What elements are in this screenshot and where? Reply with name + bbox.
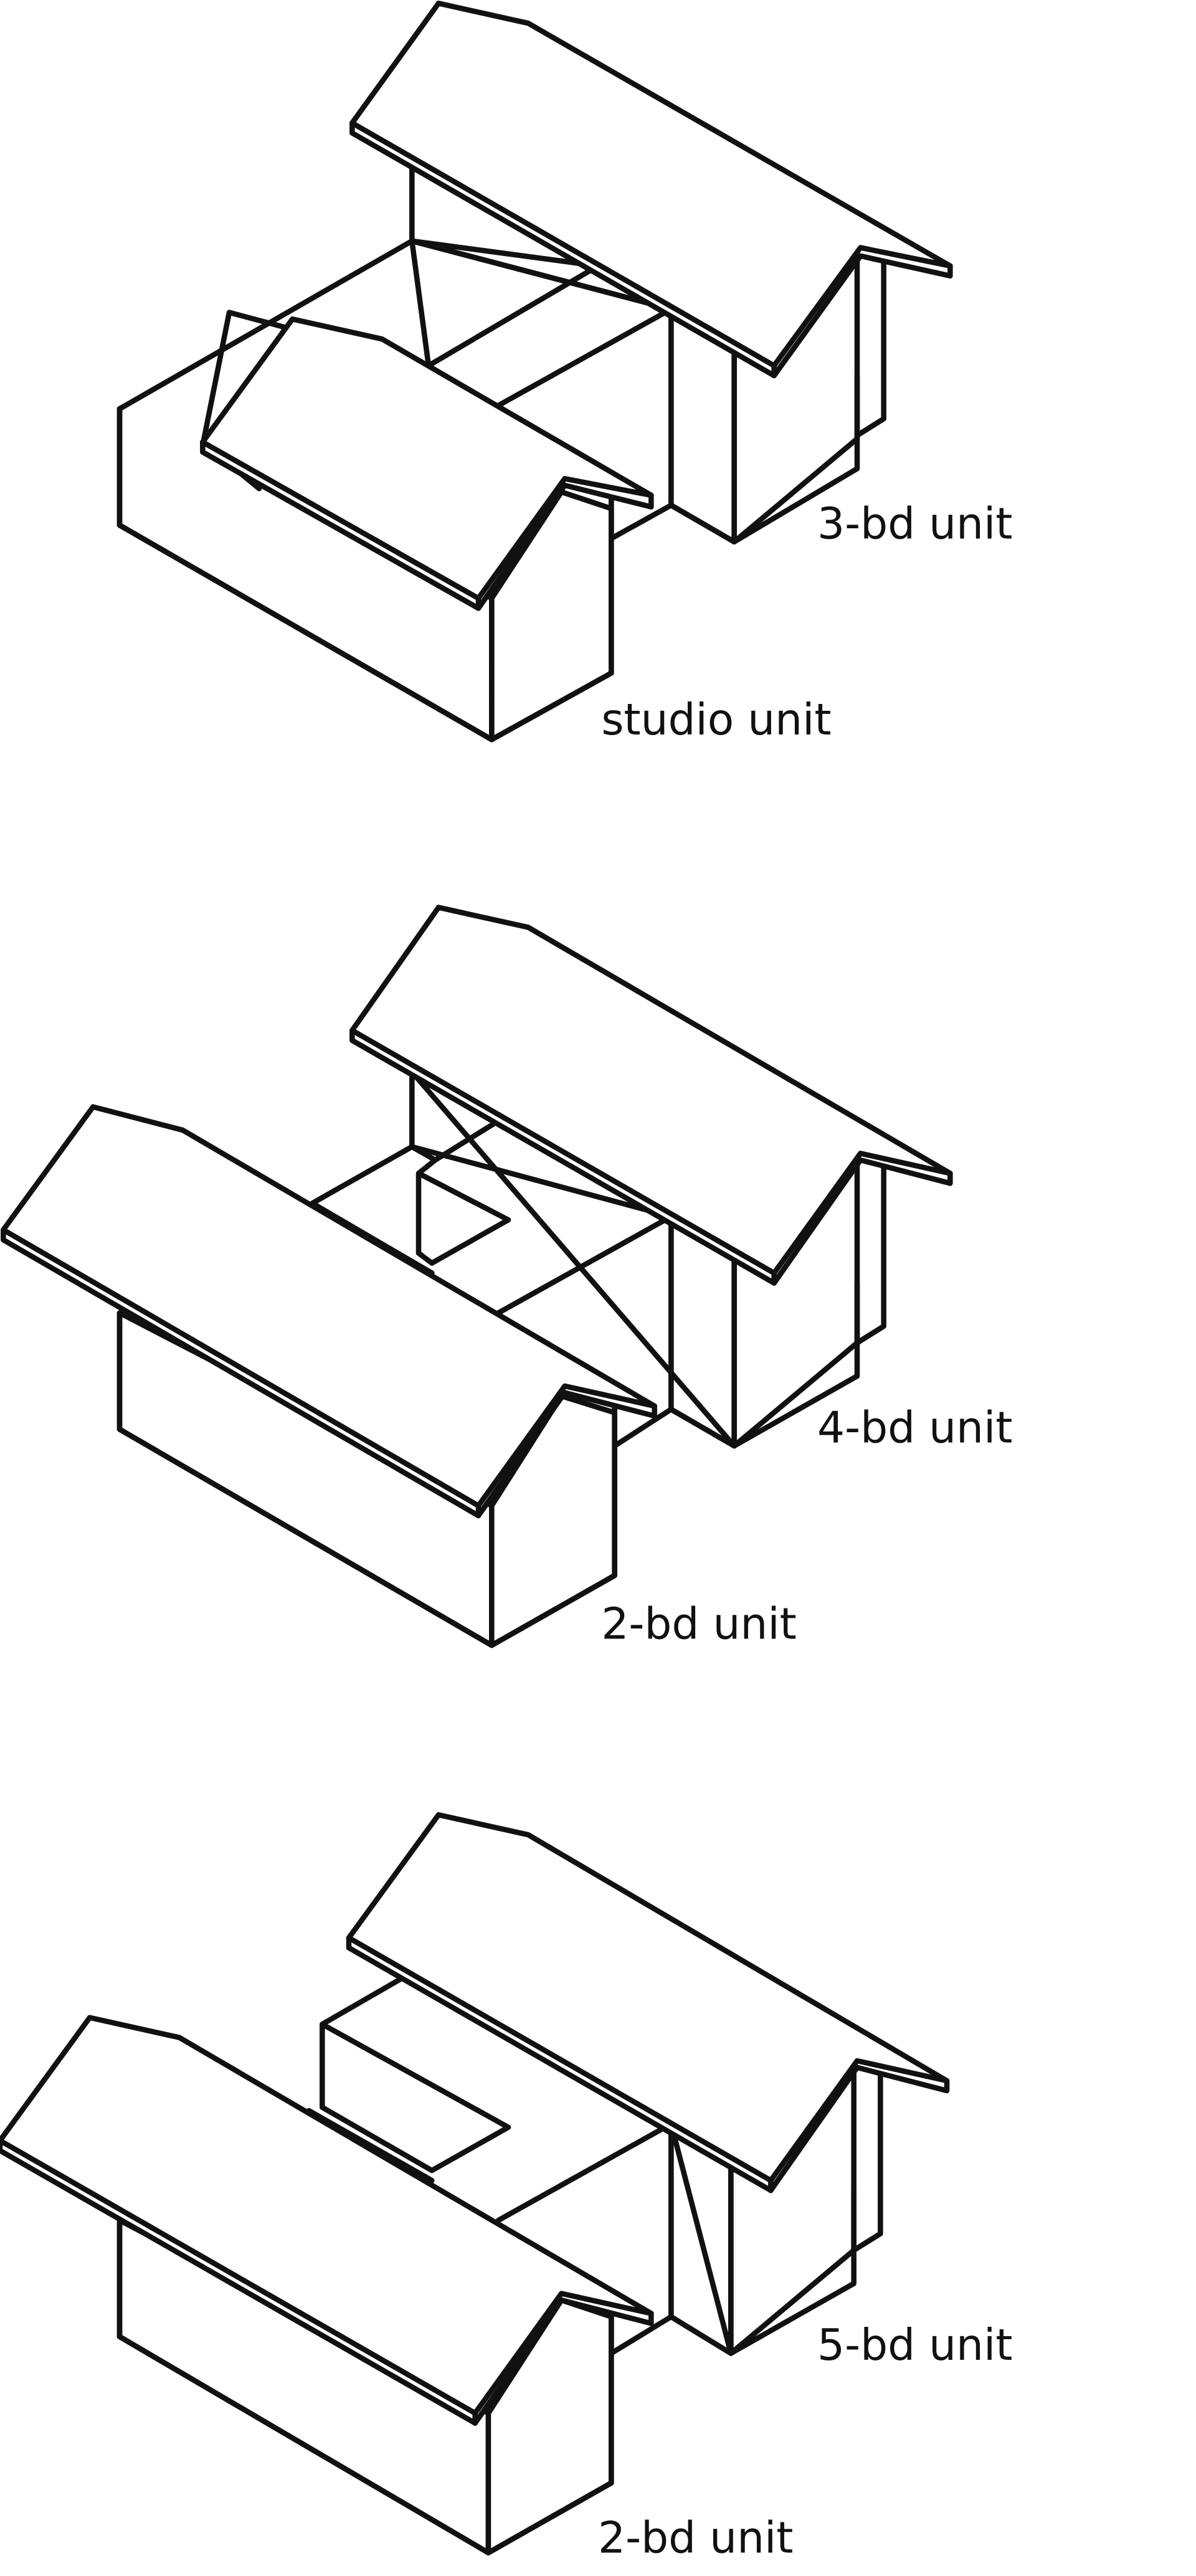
unit-label-4bd: 4-bd unit <box>817 1404 1012 1453</box>
configuration-3: 5-bd unit 2-bd unit <box>0 1812 1012 2564</box>
unit-label-3bd: 3-bd unit <box>817 499 1012 549</box>
front-roof <box>0 2015 654 2426</box>
front-roof <box>200 316 654 611</box>
front-roof <box>1 1104 657 1519</box>
configuration-1: 3-bd unit studio unit <box>116 1 1012 745</box>
configuration-2: 4-bd unit 2-bd unit <box>1 905 1012 1649</box>
rear-roof <box>346 1812 950 2193</box>
unit-label-studio: studio unit <box>601 695 831 745</box>
unit-label-2bd-a: 2-bd unit <box>601 1599 796 1649</box>
rear-roof <box>349 905 953 1286</box>
unit-label-5bd: 5-bd unit <box>817 2321 1012 2370</box>
front-unit-body <box>116 2217 614 2555</box>
unit-label-2bd-b: 2-bd unit <box>598 2514 793 2564</box>
rear-roof <box>349 1 953 379</box>
